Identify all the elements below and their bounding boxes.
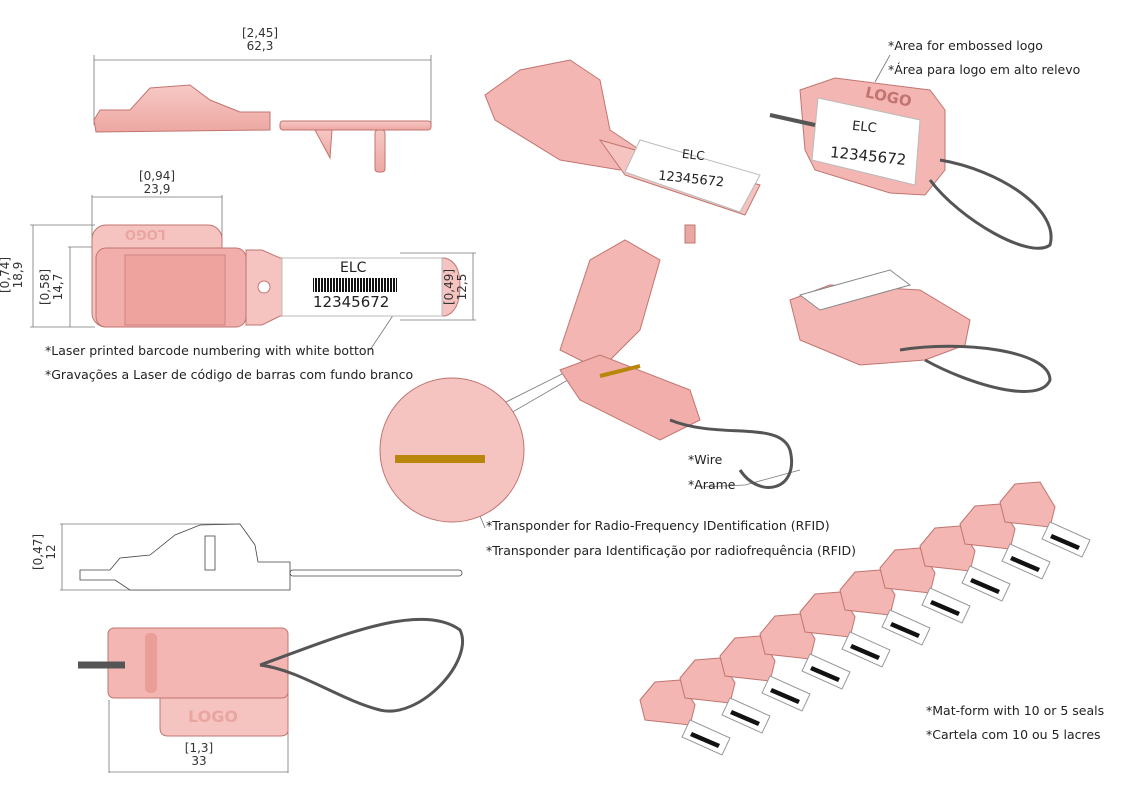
mat-seal-barcode: [1050, 534, 1080, 550]
mat-seal-body: [839, 569, 896, 616]
mat-seal-barcode: [690, 732, 720, 748]
dim-mm: 33: [191, 754, 207, 768]
tag-brand: ELC: [340, 260, 367, 276]
note-rfid-pt: *Transponder para Identificação por radi…: [486, 543, 856, 558]
mat-seal-barcode: [970, 578, 1000, 594]
mat-seal-barcode: [1010, 556, 1040, 572]
dim-mm: 23,9: [143, 182, 171, 196]
iso-closing-view: [789, 269, 1052, 393]
mat-seal-body: [759, 613, 816, 660]
mat-seal-tag: [1001, 543, 1051, 580]
dim-mm: 14,7: [51, 273, 65, 301]
mat-seal-tag: [881, 609, 931, 646]
mat-seal: [959, 503, 1051, 580]
mat-seal-tag: [921, 587, 971, 624]
note-wire-en: *Wire: [688, 452, 723, 467]
dim-mm: 18,9: [11, 261, 25, 289]
side-view: [93, 84, 432, 173]
dim-height: [0,47] 12: [31, 522, 58, 582]
dim-mm: 12: [44, 544, 58, 560]
mat-seal-barcode: [730, 710, 760, 726]
note-wire-pt: *Arame: [688, 477, 736, 492]
iso-closed-brand: ELC: [851, 118, 878, 137]
dim-closed-length: [1,3] 33: [164, 742, 234, 768]
barcode: [313, 278, 397, 292]
dim-mm: 12,5: [455, 273, 469, 301]
mat-seal-body: [679, 657, 736, 704]
wire-loop: [259, 617, 464, 713]
section-view: [79, 523, 463, 591]
mat-seal-tag: [721, 697, 771, 734]
dim-tag-width: [0,49] 12,5: [442, 257, 469, 317]
dim-overall-length: [2,45] 62,3: [225, 27, 295, 53]
mat-seal-body: [639, 679, 696, 726]
mat-seal-barcode: [770, 688, 800, 704]
rfid-transponder: [395, 455, 485, 463]
note-logo-pt: *Área para logo em alto relevo: [888, 62, 1081, 77]
note-rfid-en: *Transponder for Radio-Frequency IDentif…: [486, 518, 830, 533]
mat-seal-barcode: [930, 600, 960, 616]
mat-seal-tag: [961, 565, 1011, 602]
note-mat-pt: *Cartela com 10 ou 5 lacres: [926, 727, 1101, 742]
dim-body-width: [0,58] 14,7: [38, 257, 65, 317]
dim-inch: [0,94]: [138, 169, 176, 183]
top-view: [91, 224, 461, 328]
mat-seal: [919, 525, 1011, 602]
mat-seal-body: [919, 525, 976, 572]
mat-seal: [639, 679, 731, 756]
dim-body-length: [0,94] 23,9: [122, 170, 192, 196]
dim-overall-width: [0,74] 18,9: [0, 245, 25, 305]
mat-seal: [759, 613, 851, 690]
mat-seal-tag: [841, 631, 891, 668]
mat-seal-body: [959, 503, 1016, 550]
mat-form-view: [639, 481, 1091, 756]
logo-emboss-bottom: LOGO: [188, 707, 238, 726]
tag-number: 12345672: [313, 293, 390, 311]
mat-seal-body: [879, 547, 936, 594]
note-barcode-en: *Laser printed barcode numbering with wh…: [45, 343, 375, 358]
mat-seal-barcode: [850, 644, 880, 660]
mat-seal-barcode: [810, 666, 840, 682]
rfid-detail-magnifier: [379, 377, 525, 523]
dim-inch: [2,45]: [241, 26, 279, 40]
bottom-view: [78, 617, 464, 737]
mat-seal-barcode: [890, 622, 920, 638]
mat-seal-tag: [801, 653, 851, 690]
iso-tag-brand: ELC: [681, 146, 706, 164]
mat-seal: [799, 591, 891, 668]
iso-rfid-open-view: [379, 239, 794, 523]
mat-seal-tag: [681, 719, 731, 756]
mat-seal: [839, 569, 931, 646]
logo-emboss: LOGO: [125, 226, 166, 241]
mat-seal-body: [799, 591, 856, 638]
iso-open-view: [484, 59, 761, 244]
note-logo-en: *Area for embossed logo: [888, 38, 1043, 53]
dim-inch: [1,3]: [184, 741, 214, 755]
note-mat-en: *Mat-form with 10 or 5 seals: [926, 703, 1105, 718]
iso-closed-view: [769, 77, 1053, 250]
mat-seal: [879, 547, 971, 624]
mat-seal-tag: [761, 675, 811, 712]
mat-seal-body: [999, 481, 1056, 528]
note-barcode-pt: *Gravações a Laser de código de barras c…: [45, 367, 414, 382]
mat-seal: [999, 481, 1091, 558]
dim-mm: 62,3: [246, 39, 274, 53]
mat-seal-body: [719, 635, 776, 682]
mat-seal: [679, 657, 771, 734]
mat-seal-tag: [1041, 521, 1091, 558]
mat-seal: [719, 635, 811, 712]
